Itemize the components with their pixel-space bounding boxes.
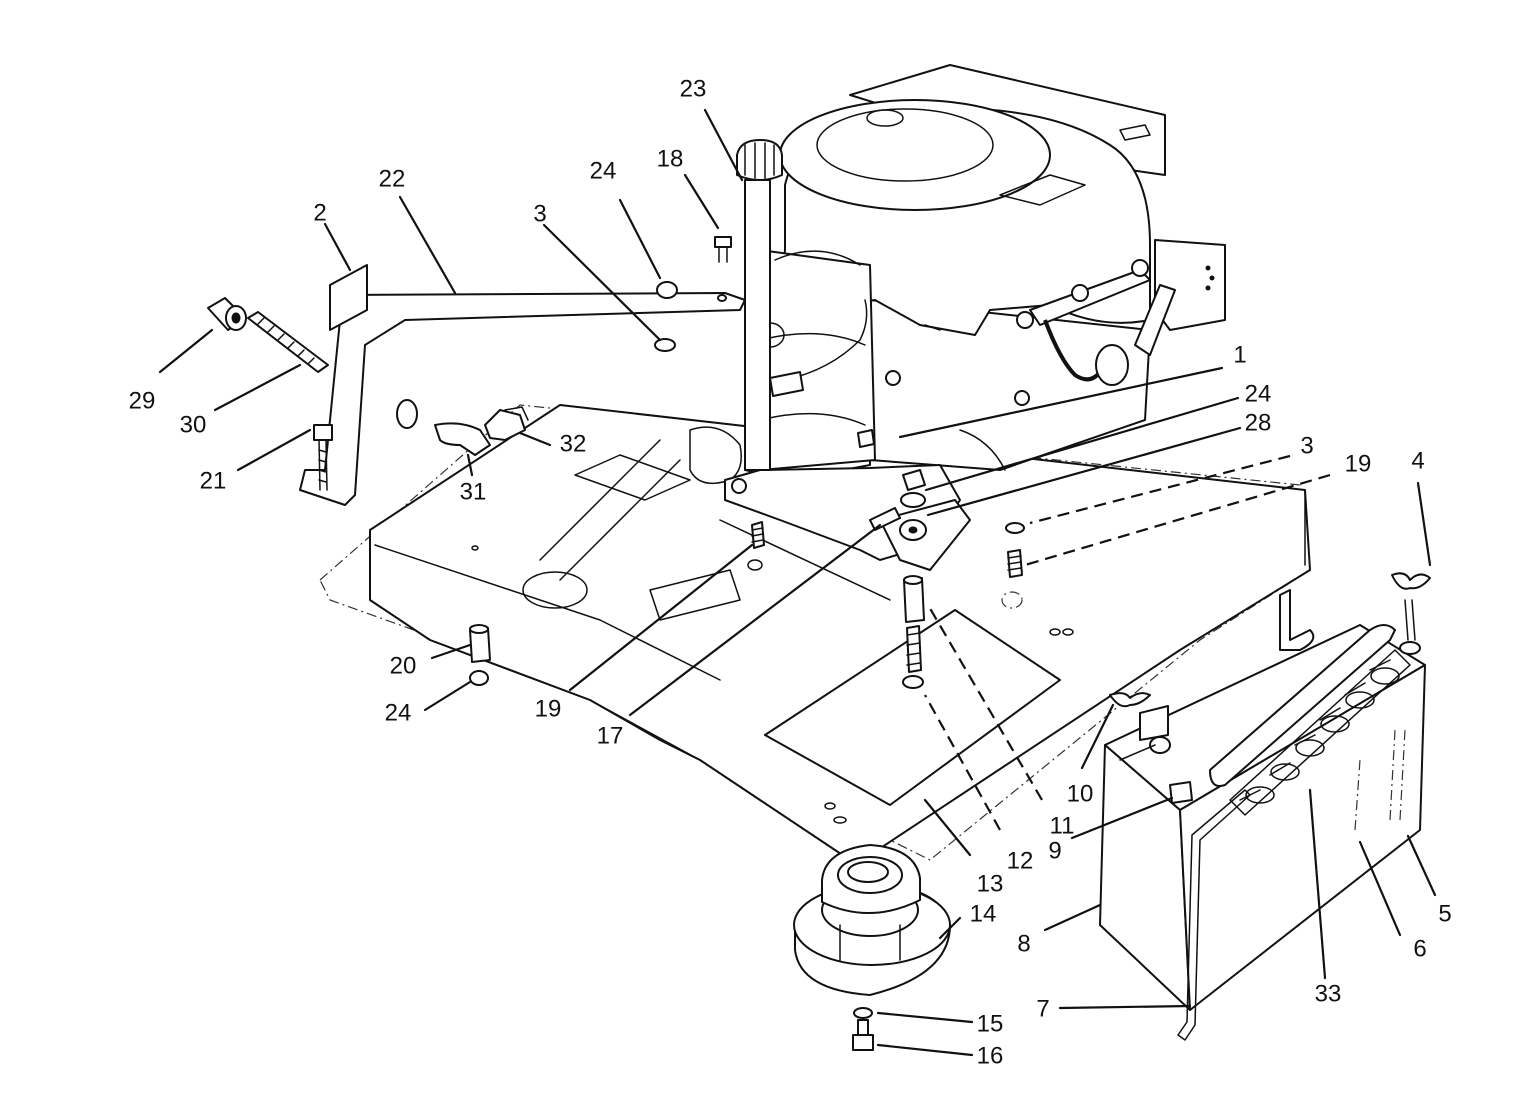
callout-3: 3 bbox=[1300, 432, 1313, 459]
chassis-plate bbox=[319, 404, 1311, 861]
callout-12: 12 bbox=[1007, 847, 1034, 874]
callout-16: 16 bbox=[977, 1042, 1004, 1069]
callout-5: 5 bbox=[1438, 900, 1451, 927]
callout-32: 32 bbox=[560, 430, 587, 457]
callout-2: 2 bbox=[313, 199, 326, 226]
callout-31: 31 bbox=[460, 478, 487, 505]
small-hardware bbox=[469, 236, 1025, 689]
callout-9: 9 bbox=[1048, 837, 1061, 864]
callout-33: 33 bbox=[1315, 980, 1342, 1007]
callout-18: 18 bbox=[657, 145, 684, 172]
callout-15: 15 bbox=[977, 1010, 1004, 1037]
callout-19: 19 bbox=[535, 695, 562, 722]
callout-10: 10 bbox=[1067, 780, 1094, 807]
callout-24: 24 bbox=[1245, 380, 1272, 407]
callout-28: 28 bbox=[1245, 409, 1272, 436]
battery-assembly bbox=[1099, 572, 1431, 1041]
callout-4: 4 bbox=[1411, 447, 1424, 474]
callout-24: 24 bbox=[590, 157, 617, 184]
callout-24: 24 bbox=[385, 699, 412, 726]
callout-1: 1 bbox=[1233, 341, 1246, 368]
callout-19: 19 bbox=[1345, 450, 1372, 477]
callout-29: 29 bbox=[129, 387, 156, 414]
callout-3: 3 bbox=[533, 200, 546, 227]
callout-20: 20 bbox=[390, 652, 417, 679]
callout-14: 14 bbox=[970, 900, 997, 927]
callout-21: 21 bbox=[200, 467, 227, 494]
callout-6: 6 bbox=[1413, 935, 1426, 962]
callout-11: 11 bbox=[1050, 812, 1075, 839]
callout-8: 8 bbox=[1017, 930, 1030, 957]
callout-7: 7 bbox=[1036, 995, 1049, 1022]
callout-17: 17 bbox=[597, 722, 624, 749]
callout-30: 30 bbox=[180, 411, 207, 438]
engine-assembly bbox=[724, 64, 1226, 571]
pulley-assembly bbox=[793, 844, 951, 1051]
bracket-assembly bbox=[207, 264, 746, 506]
callout-23: 23 bbox=[680, 75, 707, 102]
callout-13: 13 bbox=[977, 870, 1004, 897]
callout-22: 22 bbox=[379, 165, 406, 192]
leader-lines bbox=[158, 108, 1437, 1057]
callout-labels: 1 2 3 3 4 5 6 7 8 9 10 11 12 13 14 15 16… bbox=[129, 75, 1452, 1069]
